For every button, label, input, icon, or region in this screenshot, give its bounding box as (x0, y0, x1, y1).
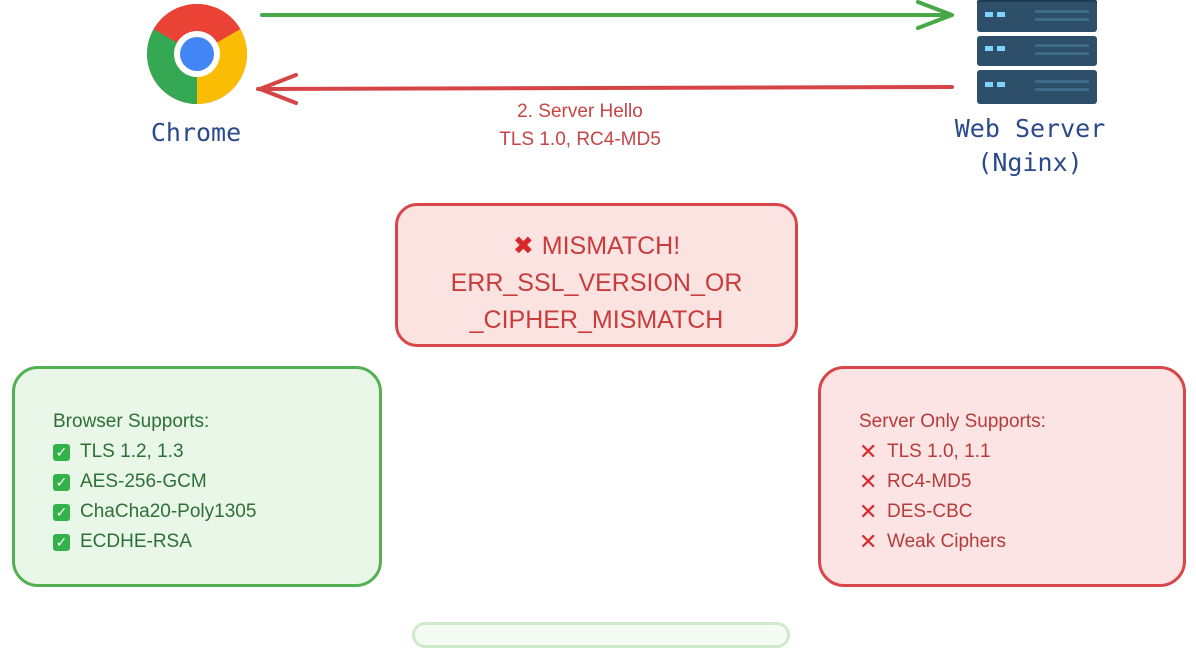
browser-item-label: AES-256-GCM (80, 471, 207, 492)
red-x-icon: ✕ (859, 439, 878, 464)
server-hello-arrow (256, 73, 954, 105)
server-label: Web Server (Nginx) (930, 112, 1130, 180)
server-item-label: RC4-MD5 (887, 471, 972, 492)
list-item: ✕ TLS 1.0, 1.1 (859, 437, 1183, 467)
green-check-icon: ✓ (53, 473, 70, 491)
green-check-icon: ✓ (53, 443, 70, 461)
server-label-line2: (Nginx) (977, 148, 1083, 177)
red-x-icon: ✕ (859, 529, 878, 554)
server-hello-detail: TLS 1.0, RC4-MD5 (499, 129, 661, 150)
server-hello-title: 2. Server Hello (517, 101, 643, 122)
green-check-icon: ✓ (53, 533, 70, 551)
red-x-icon: ✕ (859, 499, 878, 524)
mismatch-line2: ERR_SSL_VERSION_OR (450, 269, 743, 297)
browser-item-label: ECDHE-RSA (80, 531, 192, 552)
message-arrows (256, 0, 954, 105)
server-label-line1: Web Server (954, 114, 1106, 143)
browser-supports-title: Browser Supports: (53, 411, 210, 432)
server-item-label: DES-CBC (887, 501, 973, 522)
browser-item-label: TLS 1.2, 1.3 (80, 441, 184, 462)
server-supports-title: Server Only Supports: (859, 411, 1046, 432)
mismatch-heading: ✖MISMATCH! (398, 228, 795, 265)
mismatch-line1: MISMATCH! (541, 232, 681, 260)
list-item: ✕ DES-CBC (859, 497, 1183, 527)
list-item: ✕ Weak Ciphers (859, 527, 1183, 557)
x-mark-icon: ✖ (512, 232, 534, 260)
list-item: ✓ ECDHE-RSA (53, 527, 379, 557)
browser-supports-box: Browser Supports: ✓ TLS 1.2, 1.3 ✓ AES-2… (12, 366, 382, 587)
list-item: ✕ RC4-MD5 (859, 467, 1183, 497)
chrome-label: Chrome (150, 118, 242, 147)
mismatch-line3: _CIPHER_MISMATCH (469, 306, 724, 334)
browser-item-label: ChaCha20-Poly1305 (80, 501, 257, 522)
chrome-logo-icon (147, 4, 247, 104)
client-hello-arrow (260, 0, 954, 30)
server-hello-message: 2. Server Hello TLS 1.0, RC4-MD5 (430, 98, 730, 154)
mismatch-error-box: ✖MISMATCH! ERR_SSL_VERSION_OR _CIPHER_MI… (395, 203, 798, 347)
bottom-box-partial (412, 622, 790, 648)
red-x-icon: ✕ (859, 469, 878, 494)
server-rack-icon (977, 0, 1097, 104)
list-item: ✓ ChaCha20-Poly1305 (53, 497, 379, 527)
server-item-label: TLS 1.0, 1.1 (887, 441, 991, 462)
green-check-icon: ✓ (53, 503, 70, 521)
list-item: ✓ AES-256-GCM (53, 467, 379, 497)
list-item: ✓ TLS 1.2, 1.3 (53, 437, 379, 467)
server-item-label: Weak Ciphers (887, 531, 1006, 552)
server-supports-box: Server Only Supports: ✕ TLS 1.0, 1.1 ✕ R… (818, 366, 1186, 587)
